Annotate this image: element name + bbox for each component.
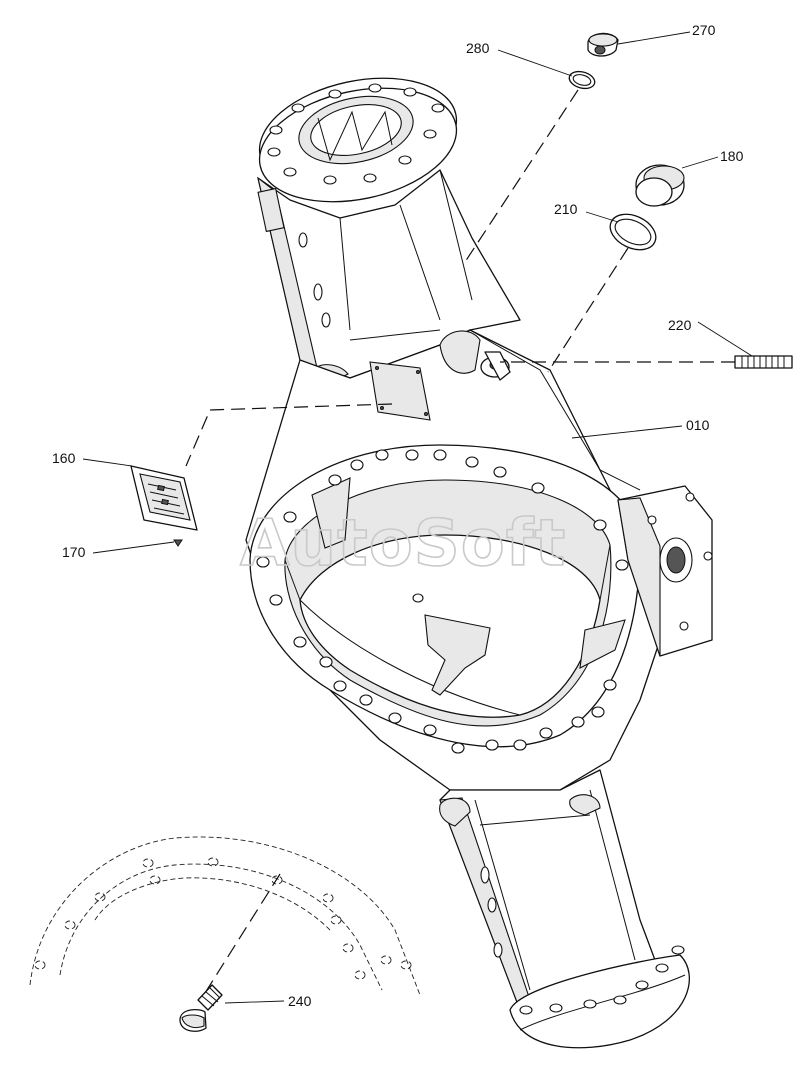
callout-270: 270 — [692, 22, 716, 38]
top-flange-bolt-holes — [267, 83, 445, 185]
plug-270 — [587, 32, 619, 57]
callout-160: 160 — [52, 450, 76, 466]
callout-220: 220 — [668, 317, 692, 333]
banjo-bolt-holes — [256, 449, 629, 754]
callout-180: 180 — [720, 148, 744, 164]
watermark: AutoSoft — [240, 507, 566, 581]
axle-housing-010 — [245, 77, 713, 1049]
callout-210: 210 — [554, 201, 578, 217]
seal-ring-280 — [568, 70, 596, 90]
bolt-240 — [179, 984, 223, 1032]
plate-mount-pad — [369, 361, 431, 421]
rivet-170 — [173, 539, 183, 547]
plug-180 — [635, 164, 685, 207]
callout-240: 240 — [288, 993, 312, 1009]
assembly-lines — [185, 89, 735, 994]
bottom-flange-bolt-holes — [519, 945, 685, 1015]
callout-leaders — [82, 31, 753, 1004]
seal-ring-210 — [609, 213, 657, 251]
cover-outline-dashed — [29, 836, 421, 996]
stud-220 — [734, 355, 793, 369]
name-plate-160 — [130, 465, 198, 531]
callout-170: 170 — [62, 544, 86, 560]
callout-010: 010 — [686, 417, 710, 433]
callout-280: 280 — [466, 40, 490, 56]
